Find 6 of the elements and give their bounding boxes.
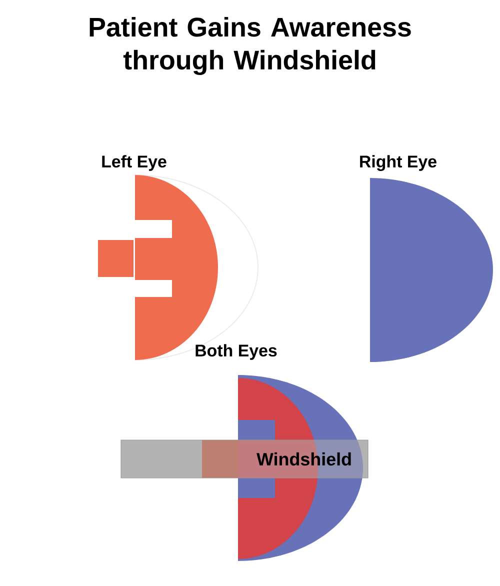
node-label: Left Eye <box>102 155 166 171</box>
right-eye-field: Right Eye <box>360 155 493 362</box>
node-label: Right Eye <box>360 155 436 171</box>
node-label: Both Eyes <box>196 344 277 360</box>
title: Patient Gains Awareness through Windshield <box>90 16 411 76</box>
windshield-bar: Windshield <box>120 440 368 478</box>
